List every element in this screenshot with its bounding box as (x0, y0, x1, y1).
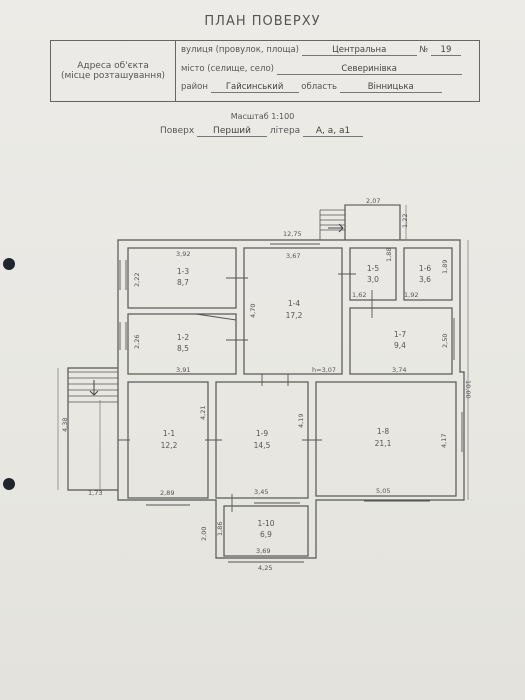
dim-label: 3,92 (176, 250, 190, 258)
room-1-10-area: 6,9 (260, 530, 272, 539)
district-label: район (181, 82, 208, 92)
dim-label: 4,19 (297, 414, 305, 428)
street-label: вулиця (провулок, площа) (181, 45, 299, 55)
porch-stairs (319, 209, 345, 240)
dim-label: 1,86 (216, 522, 224, 536)
room-1-1-id: 1-1 (163, 429, 175, 438)
door-marks (118, 273, 373, 512)
dim-label: 2,89 (160, 489, 174, 497)
scale-label: Масштаб 1:100 (230, 112, 295, 121)
room-1-8-id: 1-8 (377, 427, 389, 436)
address-label-cell: Адреса об'єкта (місце розташування) (51, 41, 176, 101)
room-1-4-outline (243, 247, 343, 375)
binding-hole (3, 258, 15, 270)
room-1-3-id: 1-3 (177, 267, 189, 276)
dim-label: 2,26 (133, 335, 141, 349)
room-1-6-area: 3,6 (419, 275, 431, 284)
address-sublabel: (місце розташування) (60, 71, 166, 81)
page-title: ПЛАН ПОВЕРХУ (204, 14, 321, 29)
dim-label: 3,67 (286, 252, 300, 260)
room-1-8-area: 21,1 (375, 439, 392, 448)
room-1-7-id: 1-7 (394, 330, 406, 339)
window-marks (119, 239, 463, 563)
room-1-5-area: 3,0 (367, 275, 379, 284)
dim-label: 2,00 (200, 527, 208, 541)
address-table: Адреса об'єкта (місце розташування) вули… (50, 40, 480, 102)
side-porch-outline (67, 367, 118, 491)
floor-label: Поверх (160, 126, 195, 136)
side-porch-stairs (68, 371, 118, 403)
dim-label: 1,88 (385, 248, 393, 262)
dim-label: 4,17 (440, 434, 448, 448)
city-row: місто (селище, село) Северинівка (181, 64, 462, 75)
dim-label: 1,62 (352, 291, 366, 299)
outer-wall (117, 239, 465, 559)
dim-label: 4,21 (199, 406, 207, 420)
district-value: Гайсинський (210, 82, 299, 93)
dim-label: 2,50 (441, 334, 449, 348)
dim-label: h=3,07 (312, 366, 336, 374)
dim-label: 4,25 (258, 564, 272, 572)
dim-label: 3,74 (392, 366, 406, 374)
dim-label: 3,91 (176, 366, 190, 374)
porch-outline (344, 204, 401, 240)
dim-label: 4,38 (61, 418, 69, 432)
room-1-1-area: 12,2 (161, 441, 178, 450)
dim-label: 1,92 (404, 291, 418, 299)
room-1-10-id: 1-10 (257, 519, 274, 528)
stair-line (195, 313, 237, 321)
dimension-lines (57, 204, 469, 500)
dim-label: 4,70 (249, 304, 257, 318)
dim-label: 2,22 (133, 273, 141, 287)
dim-label: 10,00 (464, 380, 472, 399)
room-1-1-outline (127, 381, 209, 499)
district-row: район Гайсинський область Вінницька (181, 82, 442, 93)
room-1-5-id: 1-5 (367, 264, 379, 273)
entrance-arrow-icon (89, 380, 99, 396)
room-1-9-outline (215, 381, 309, 499)
entrance-arrow-icon (328, 223, 344, 233)
room-1-7-outline (349, 307, 453, 375)
room-1-2-id: 1-2 (177, 333, 189, 342)
room-1-6-outline (403, 247, 453, 301)
street-row: вулиця (провулок, площа) Центральна № 19 (181, 45, 461, 56)
region-label: область (301, 82, 338, 92)
dim-label: 3,69 (256, 547, 270, 555)
room-1-3-area: 8,7 (177, 278, 189, 287)
dim-label: 1,22 (401, 214, 409, 228)
number-value: 19 (430, 45, 461, 56)
city-value: Северинівка (276, 64, 462, 75)
dim-label: 3,45 (254, 488, 268, 496)
room-1-9-id: 1-9 (256, 429, 268, 438)
dim-label: 2,07 (366, 197, 380, 205)
room-1-2-outline (127, 313, 237, 375)
dim-label: 1,89 (441, 260, 449, 274)
floor-row: Поверх Перший літера А, а, а1 (160, 126, 364, 137)
room-1-9-area: 14,5 (254, 441, 271, 450)
room-1-2-area: 8,5 (177, 344, 189, 353)
dim-label: 12,75 (283, 230, 302, 238)
letter-value: А, а, а1 (303, 126, 364, 137)
street-value: Центральна (301, 45, 417, 56)
room-1-4-id: 1-4 (288, 299, 300, 308)
floor-value: Перший (197, 126, 268, 137)
region-value: Вінницька (339, 82, 442, 93)
dim-label: 5,05 (376, 487, 390, 495)
room-1-6-id: 1-6 (419, 264, 431, 273)
city-label: місто (селище, село) (181, 64, 274, 74)
number-label: № (419, 45, 429, 55)
address-label: Адреса об'єкта (77, 61, 149, 71)
room-1-4-area: 17,2 (286, 311, 303, 320)
dim-label: 1,73 (88, 489, 102, 497)
letter-label: літера (269, 126, 301, 136)
room-1-10-outline (223, 505, 309, 557)
binding-hole (3, 478, 15, 490)
room-1-7-area: 9,4 (394, 341, 406, 350)
